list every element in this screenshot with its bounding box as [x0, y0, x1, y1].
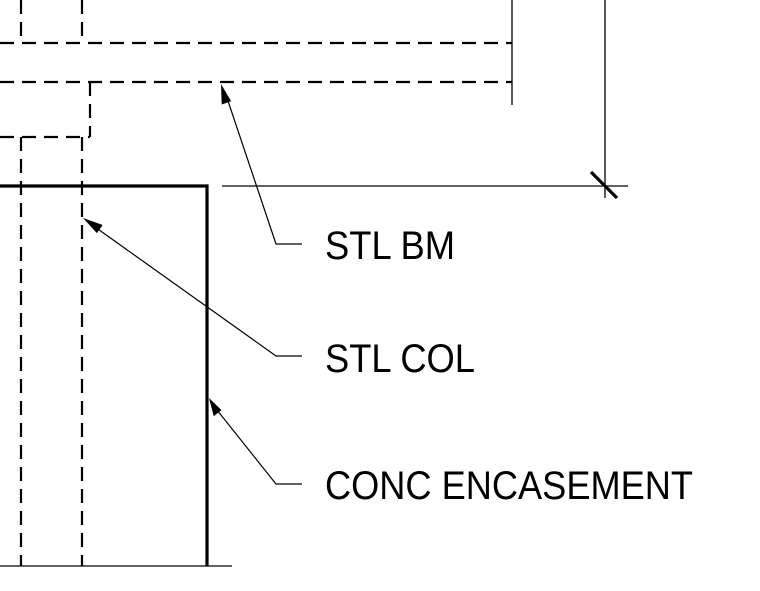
steel-column-outline [0, 0, 92, 566]
label-steel-column: STL COL [325, 337, 475, 381]
leader-concrete-encasement [209, 398, 302, 485]
leader-line [94, 226, 302, 357]
label-steel-beam: STL BM [325, 224, 455, 268]
leader-steel-column [83, 218, 302, 357]
arrowhead [83, 218, 103, 234]
dimension-lines [222, 0, 628, 200]
arrowhead [209, 398, 222, 417]
concrete-encasement-outline [0, 184, 209, 566]
leader-line [216, 409, 302, 485]
leader-line [225, 94, 302, 245]
label-concrete-encasement: CONC ENCASEMENT [325, 464, 693, 508]
steel-beam-outline [0, 0, 513, 105]
dimension-tick-mark [589, 170, 619, 200]
arrowhead [221, 84, 232, 105]
leader-steel-beam [221, 84, 302, 245]
